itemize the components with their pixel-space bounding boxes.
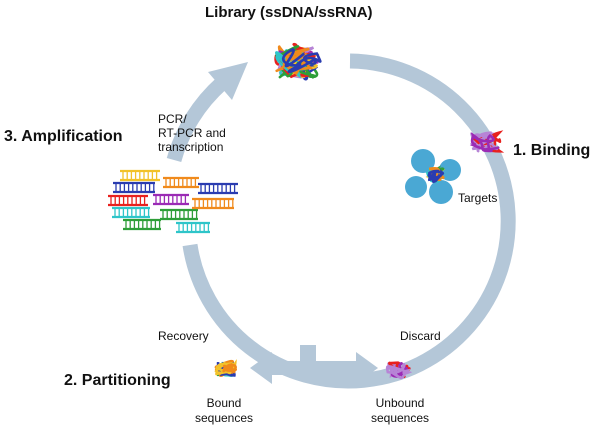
partition-arrow-right	[356, 352, 378, 384]
dna-duplex	[123, 218, 161, 231]
dna-duplex	[113, 181, 155, 194]
strand	[385, 362, 413, 380]
unbound-sequences-label: Unbound sequences	[360, 396, 440, 426]
strand	[469, 131, 500, 153]
step-binding-label: 1. Binding	[513, 142, 591, 159]
pcr-line-3: transcription	[158, 140, 224, 154]
unbound-strand-cluster	[385, 361, 413, 380]
strand	[281, 48, 322, 74]
recovery-label: Recovery	[158, 329, 209, 343]
binding-free-strands	[469, 130, 505, 153]
cycle-arrowhead	[208, 62, 248, 100]
targets-group	[405, 149, 461, 204]
dna-duplex	[192, 197, 234, 210]
cycle-ring	[182, 53, 516, 389]
partition-arrow-left	[250, 352, 272, 384]
strand	[427, 169, 443, 184]
partition-bar	[268, 361, 360, 375]
pcr-line-1: PCR/	[158, 112, 187, 126]
strand	[222, 363, 237, 374]
unbound-line-1: Unbound	[375, 396, 425, 410]
discard-label: Discard	[400, 329, 441, 343]
binding-attached-strands	[425, 165, 446, 184]
dna-duplex	[153, 193, 189, 206]
pcr-line-2: RT-PCR and	[158, 126, 226, 140]
dna-duplex	[120, 169, 160, 182]
pcr-label: PCR/ RT-PCR and transcription	[158, 112, 226, 154]
step-amplification-label: 3. Amplification	[4, 128, 123, 145]
target-disc	[405, 176, 427, 198]
dna-duplex	[160, 208, 198, 221]
bound-line-1: Bound	[206, 396, 242, 410]
step-partitioning-label: 2. Partitioning	[64, 372, 171, 389]
targets-label: Targets	[458, 191, 498, 205]
dna-duplex	[163, 176, 199, 189]
target-disc	[429, 180, 453, 204]
library-strand-cluster	[274, 42, 322, 81]
dna-duplex	[112, 206, 150, 219]
target-disc	[439, 159, 461, 181]
unbound-line-2: sequences	[370, 411, 430, 425]
dna-duplex	[108, 194, 148, 207]
cycle-left-arc	[166, 77, 228, 163]
dna-duplex	[176, 221, 210, 234]
strand	[275, 47, 314, 76]
library-title: Library (ssDNA/ssRNA)	[205, 4, 373, 21]
bound-sequences-label: Bound sequences	[192, 396, 256, 426]
dna-duplex	[198, 182, 238, 195]
bound-line-2: sequences	[194, 411, 254, 425]
target-disc	[411, 149, 435, 173]
bound-strand-cluster	[214, 358, 238, 378]
